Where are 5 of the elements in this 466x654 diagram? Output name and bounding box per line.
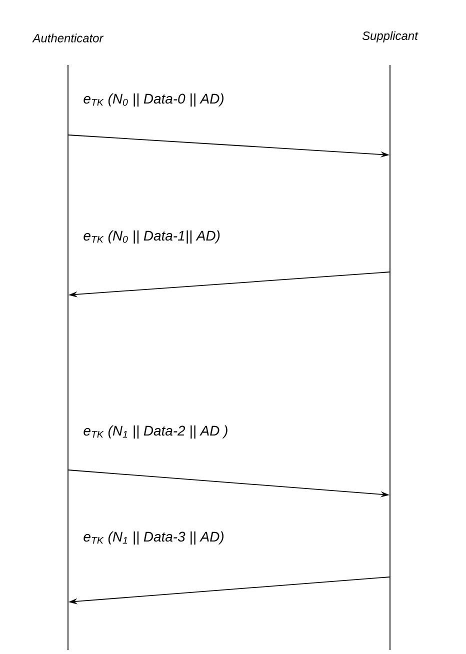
edge-label: e$_{TK}$ (N$_{1}$ || Data-2 || AD ) [82, 424, 230, 440]
edge-label: e$_{TK}$ (N$_{0}$ || Data-1|| AD) [82, 229, 222, 245]
lifeline: Supplicant [362, 31, 418, 650]
edge-label: e$_{TK}$ (N$_{0}$ || Data-0 || AD) [82, 92, 226, 108]
edge-label: e$_{TK}$ (N$_{1}$ || Data-3 || AD) [82, 530, 226, 546]
